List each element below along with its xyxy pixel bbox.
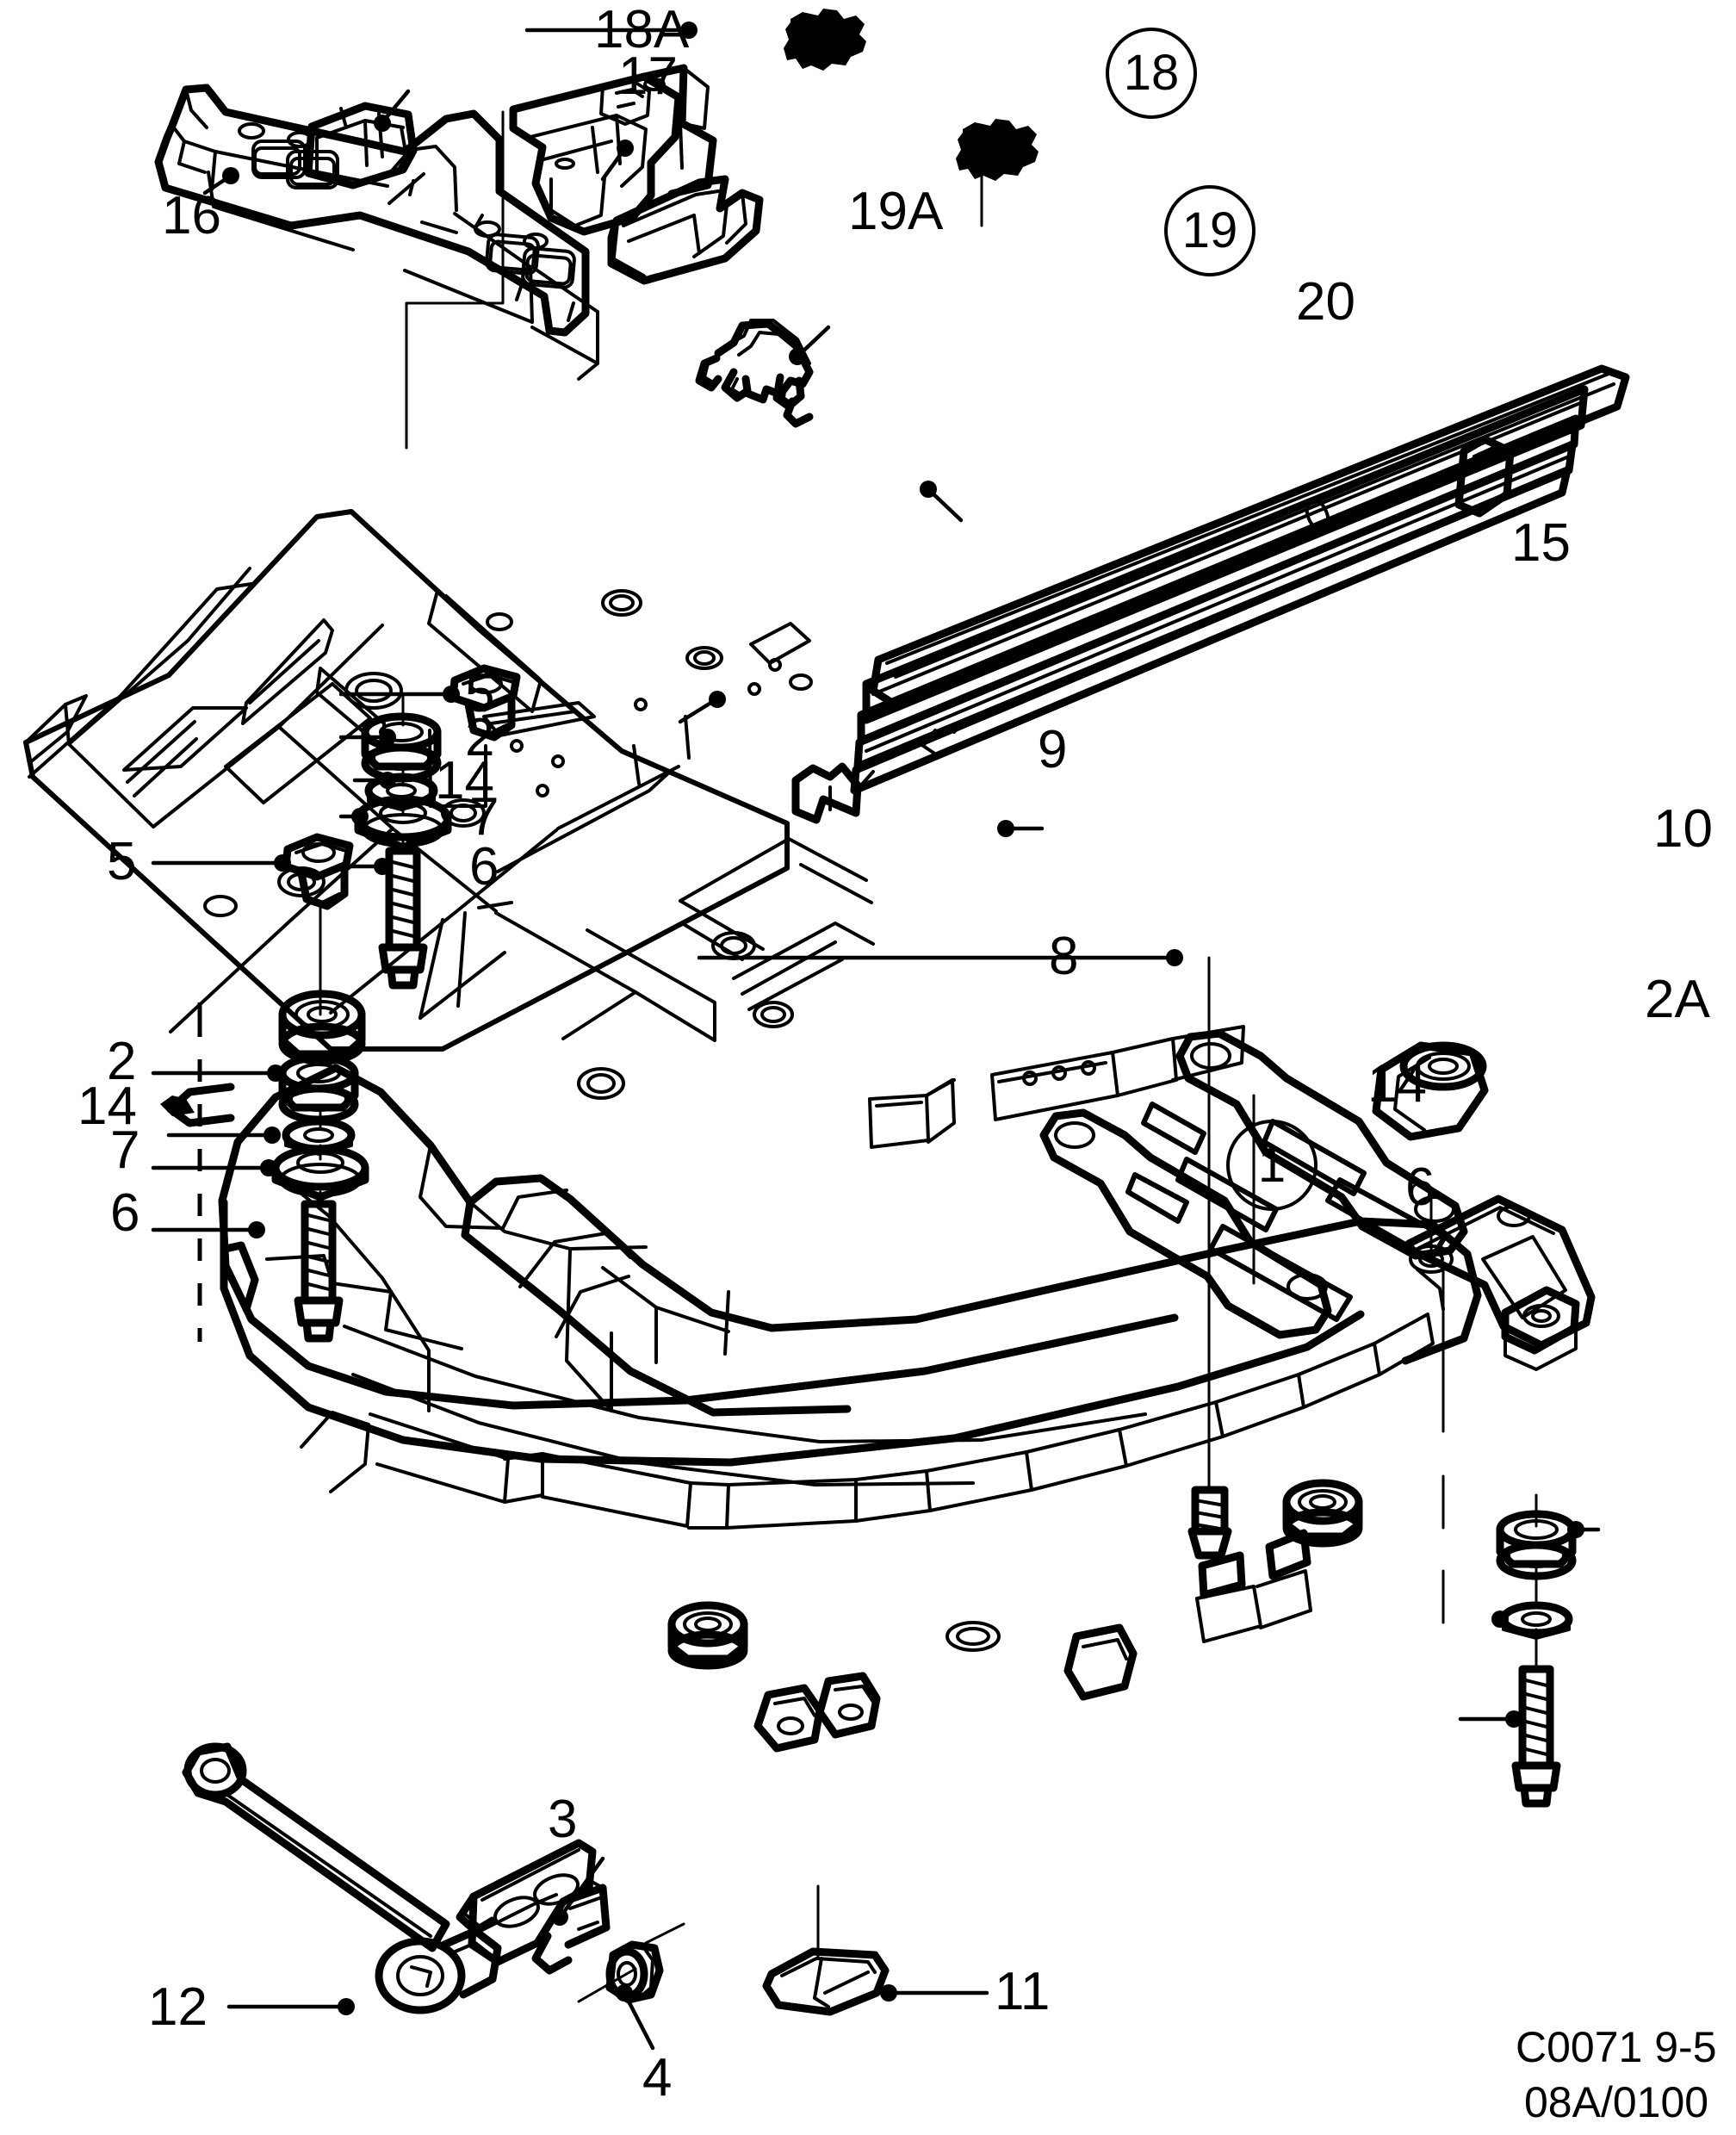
callout-12[interactable]: 12 — [148, 1981, 208, 2034]
callout-18a-text: 18A — [594, 0, 690, 59]
part-12-tie-rod — [182, 1742, 502, 2014]
callout-3[interactable]: 3 — [548, 1793, 577, 1846]
callout-20[interactable]: 20 — [1296, 276, 1355, 329]
callout-20-text: 20 — [1296, 272, 1355, 332]
callout-14-lower-left[interactable]: 14 — [78, 1080, 137, 1133]
callout-1-text: 1 — [1257, 1137, 1286, 1193]
part-18-side-member — [509, 64, 717, 236]
callout-9[interactable]: 9 — [1038, 723, 1067, 777]
callout-7-lower-left[interactable]: 7 — [110, 1124, 140, 1177]
callout-19-text: 19 — [1181, 202, 1238, 258]
footer-title-code: C0071 9-5 — [1516, 2022, 1717, 2072]
callout-2-lower-left-text: 2 — [107, 1032, 137, 1091]
callout-5-lower-left[interactable]: 5 — [107, 835, 136, 889]
footer-line2: 08A/0100 — [1524, 2078, 1709, 2126]
callout-14-upper[interactable]: 14 — [435, 754, 494, 808]
callout-10-text: 10 — [1653, 799, 1713, 859]
floor-pan-assembly — [23, 509, 875, 1100]
callout-9-text: 9 — [1038, 720, 1068, 779]
part-18a-clip — [784, 9, 866, 71]
part-19a-clip — [956, 119, 1038, 181]
part-20-clamp — [695, 319, 814, 428]
callout-2-upper-text: 2 — [465, 708, 495, 767]
callout-18-text: 18 — [1123, 45, 1180, 101]
part-15-rocker — [791, 364, 1630, 824]
callout-6-right[interactable]: 6 — [1405, 1161, 1435, 1214]
callout-3-text: 3 — [548, 1790, 578, 1849]
part-3-bracket — [456, 1839, 611, 1975]
callout-6-right-text: 6 — [1405, 1157, 1435, 1217]
callout-7-lower-left-text: 7 — [110, 1120, 140, 1180]
callout-14-right[interactable]: 14 — [1367, 1058, 1427, 1111]
callout-17[interactable]: 17 — [618, 50, 678, 103]
part-19-side-member — [607, 175, 764, 285]
callout-8-text: 8 — [1049, 927, 1079, 986]
callout-11-text: 11 — [995, 1962, 1051, 2021]
callout-14-lower-left-text: 14 — [78, 1077, 137, 1136]
callout-6-lower-left[interactable]: 6 — [110, 1187, 140, 1240]
callout-5-upper[interactable]: 5 — [465, 667, 494, 721]
callout-16[interactable]: 16 — [162, 189, 221, 243]
part-11-clip — [762, 1884, 890, 2016]
callout-18-circled[interactable]: 18 — [1106, 28, 1197, 119]
callout-19a-text: 19A — [848, 182, 944, 241]
callout-6-lower-left-text: 6 — [110, 1183, 140, 1243]
callout-18a[interactable]: 18A — [594, 3, 689, 57]
callout-8[interactable]: 8 — [1049, 930, 1078, 984]
hardware-stack-upper-left — [354, 664, 521, 990]
callout-15[interactable]: 15 — [1511, 517, 1571, 570]
callout-19a[interactable]: 19A — [848, 185, 943, 239]
callout-2-lower-left[interactable]: 2 — [107, 1035, 136, 1089]
callout-7-upper[interactable]: 7 — [469, 791, 499, 844]
callout-17-text: 17 — [618, 47, 678, 106]
part-1-subframe — [160, 990, 1489, 1753]
callout-4-text: 4 — [642, 2048, 673, 2107]
callout-16-text: 16 — [162, 186, 221, 245]
callout-14-upper-text: 14 — [435, 751, 494, 810]
callout-7-upper-text: 7 — [469, 787, 499, 847]
callout-11[interactable]: 11 — [995, 1965, 1050, 2019]
footer-line1: C0071 9-5 — [1516, 2023, 1717, 2071]
footer-sheet-code: 08A/0100 — [1524, 2077, 1708, 2127]
part-16-crossmember — [154, 84, 599, 381]
callout-2-upper[interactable]: 2 — [465, 711, 494, 765]
callout-15-text: 15 — [1511, 513, 1571, 573]
callout-12-text: 12 — [148, 1977, 208, 2037]
callout-14-right-text: 14 — [1367, 1054, 1427, 1114]
callout-1-circled[interactable]: 1 — [1226, 1120, 1318, 1211]
callout-6-upper-text: 6 — [469, 837, 499, 897]
callout-10[interactable]: 10 — [1653, 803, 1713, 856]
callout-2a[interactable]: 2A — [1645, 973, 1710, 1027]
callout-19-circled[interactable]: 19 — [1164, 185, 1256, 276]
hardware-stack-lower-left — [197, 833, 369, 1343]
leader-lines — [151, 22, 1601, 2051]
callout-5-lower-left-text: 5 — [107, 832, 137, 891]
callout-6-upper[interactable]: 6 — [469, 841, 499, 894]
callout-4[interactable]: 4 — [642, 2051, 672, 2105]
callout-5-upper-text: 5 — [465, 664, 495, 723]
callout-2a-text: 2A — [1645, 970, 1710, 1029]
